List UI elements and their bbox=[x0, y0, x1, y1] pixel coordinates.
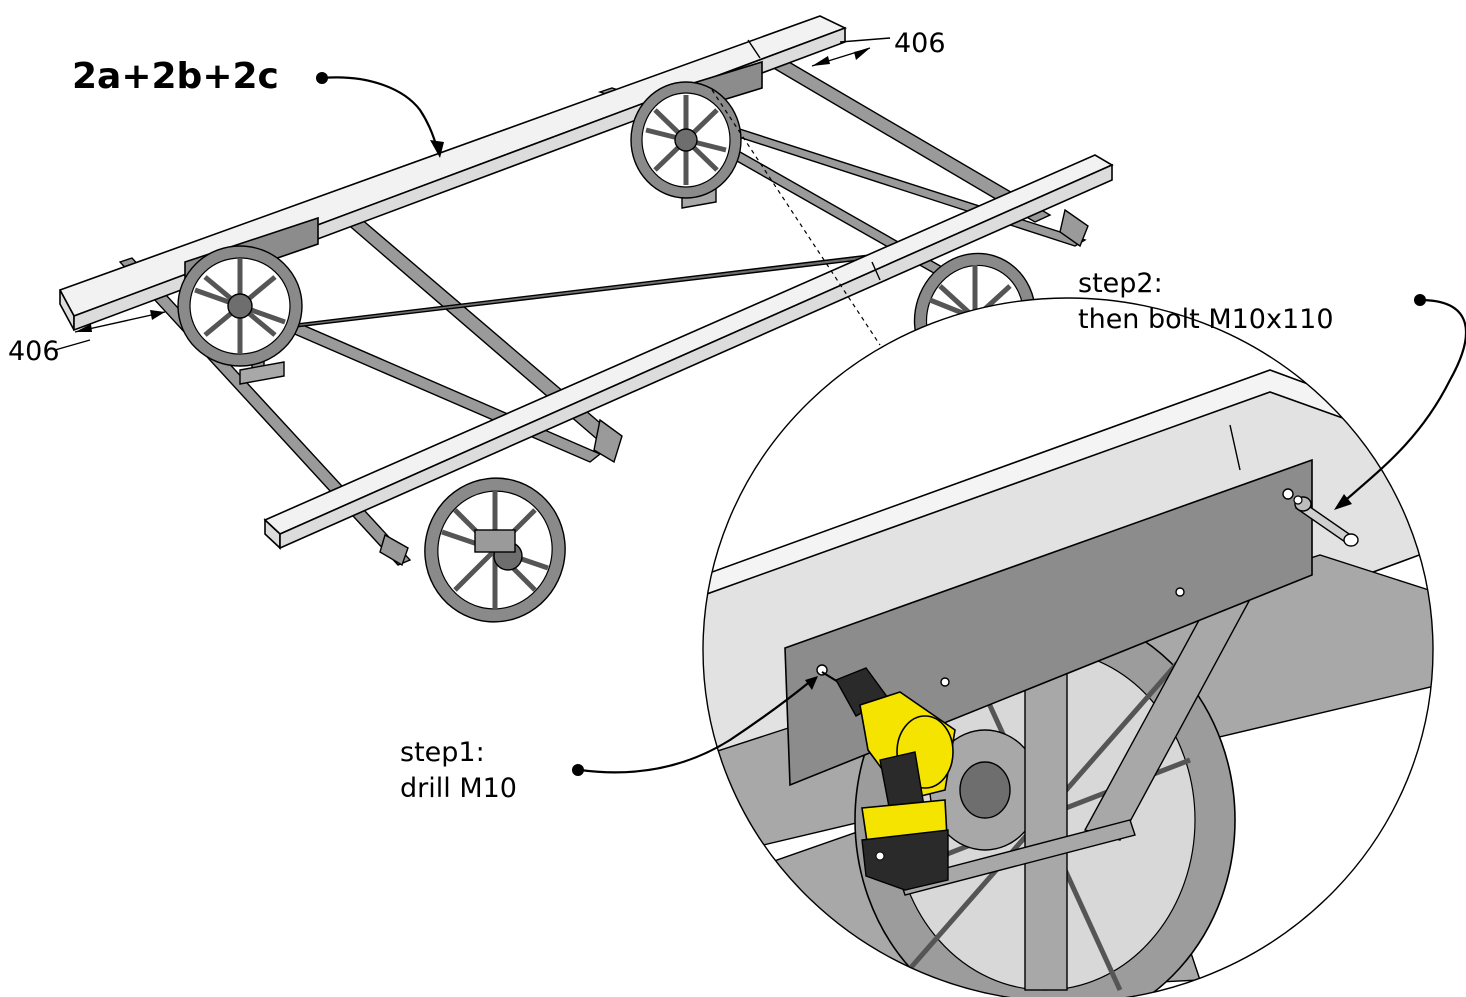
step1-description: drill M10 bbox=[400, 773, 517, 804]
detail-view bbox=[703, 298, 1433, 997]
trailer-frame bbox=[54, 15, 1114, 623]
step2-leader bbox=[1339, 298, 1466, 506]
wheel-icon bbox=[177, 245, 303, 367]
dimension-top-label: 406 bbox=[894, 28, 946, 59]
assembly-title: 2a+2b+2c bbox=[72, 56, 279, 97]
detail-circle bbox=[702, 297, 1434, 997]
step1-label: step1: drill M10 bbox=[400, 735, 517, 807]
dimension-left-marks bbox=[54, 310, 166, 351]
title-leader bbox=[321, 76, 440, 153]
bolt-icon bbox=[1293, 495, 1359, 547]
wheel-icon bbox=[424, 477, 566, 623]
step1-leader bbox=[579, 679, 813, 774]
dimension-top-marks bbox=[811, 37, 891, 67]
step1-title: step1: bbox=[400, 737, 485, 768]
detail-guide-line bbox=[711, 89, 881, 346]
dimension-left-label: 406 bbox=[8, 336, 60, 367]
wheel-icon bbox=[630, 81, 742, 199]
step2-title: step2: bbox=[1078, 268, 1163, 299]
drill-icon bbox=[821, 667, 956, 891]
step2-description: then bolt M10x110 bbox=[1078, 304, 1334, 335]
step2-label: step2: then bolt M10x110 bbox=[1078, 266, 1334, 338]
